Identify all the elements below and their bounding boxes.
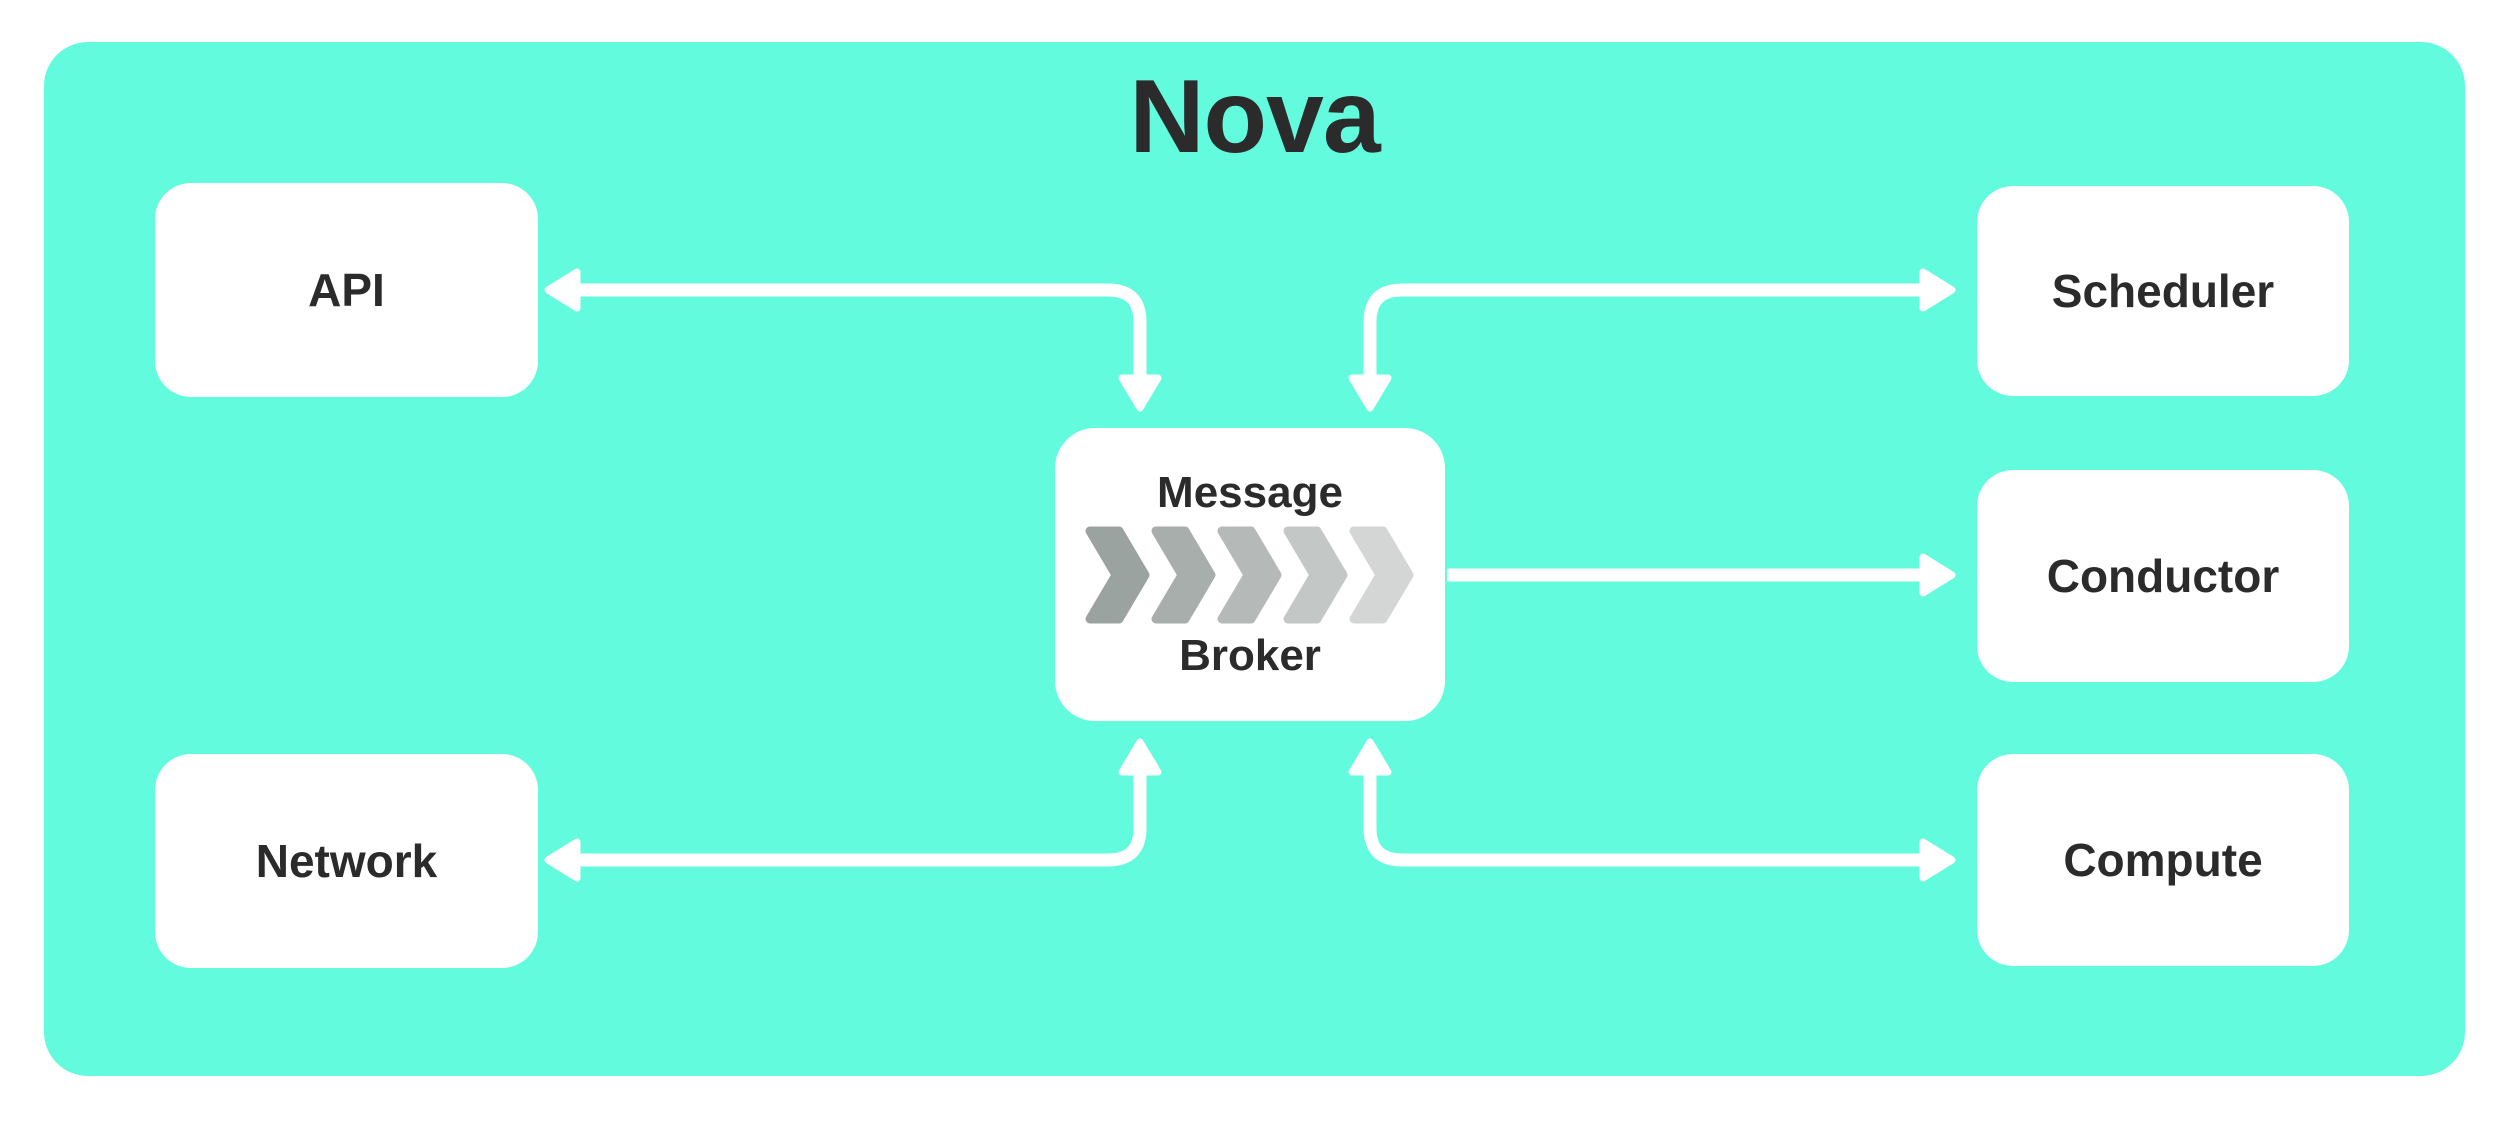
chevron-4 xyxy=(1283,526,1348,623)
node-api: API xyxy=(155,183,538,397)
node-scheduler-label: Scheduler xyxy=(2051,265,2275,317)
broker-label-top: Message xyxy=(1157,467,1343,517)
diagram-title: Nova xyxy=(1129,59,1380,175)
node-compute-label: Compute xyxy=(2063,834,2263,886)
node-network: Network xyxy=(155,754,538,968)
node-compute: Compute xyxy=(1977,754,2349,966)
node-conductor-label: Conductor xyxy=(2046,550,2280,602)
chevron-2 xyxy=(1151,526,1216,623)
broker-label-bottom: Broker xyxy=(1179,630,1321,680)
chevron-5 xyxy=(1349,526,1414,623)
chevron-flow-icon xyxy=(1085,526,1414,623)
node-message-broker: Message Broker xyxy=(1055,428,1445,721)
node-conductor: Conductor xyxy=(1977,470,2349,682)
node-network-label: Network xyxy=(255,835,438,887)
node-scheduler: Scheduler xyxy=(1977,186,2349,396)
chevron-1 xyxy=(1085,526,1150,623)
chevron-3 xyxy=(1217,526,1282,623)
node-api-label: API xyxy=(308,264,385,316)
